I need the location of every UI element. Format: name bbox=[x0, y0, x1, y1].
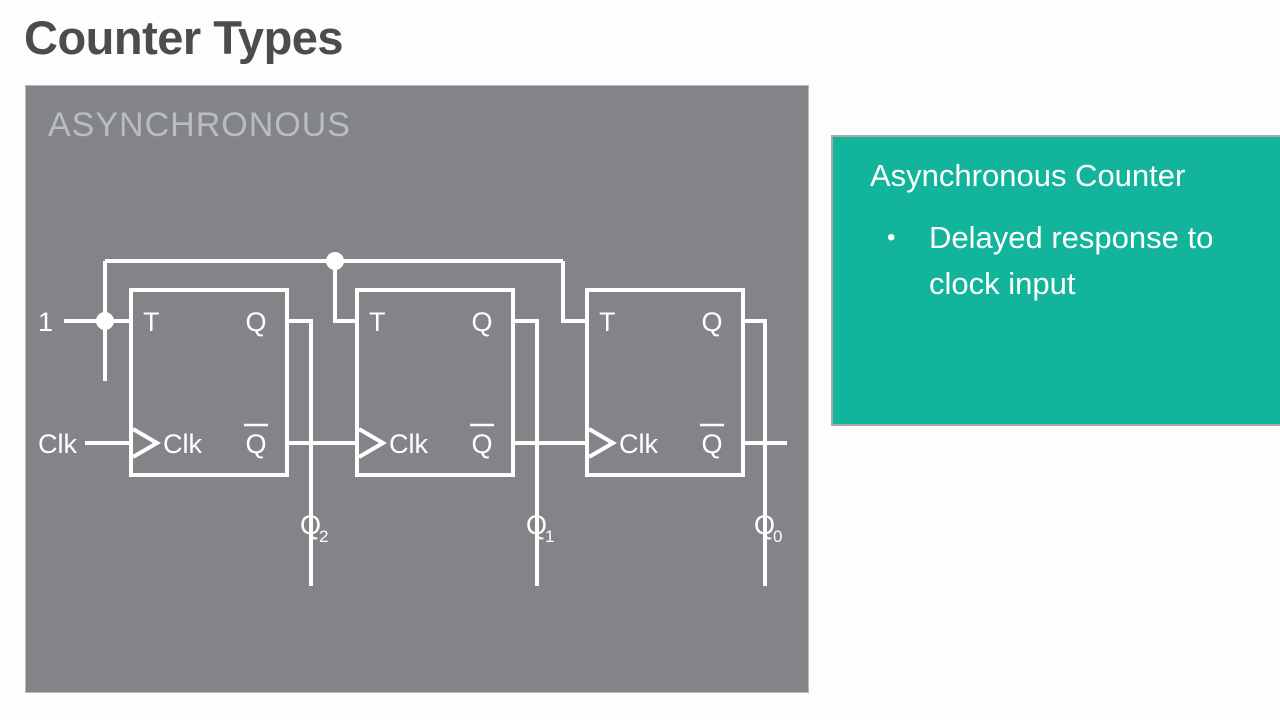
wire-top-bus-to-ff0-t bbox=[561, 261, 587, 323]
ff1-clk-label: Clk bbox=[389, 429, 428, 459]
bullet-marker-icon: • bbox=[887, 224, 896, 251]
callout-bullet-text: Delayed response to clock input bbox=[929, 220, 1214, 301]
wire-ff0-q-to-output bbox=[743, 319, 767, 586]
ff2-clk-label: Clk bbox=[163, 429, 202, 459]
flipflop-ff0-body bbox=[585, 288, 745, 477]
ff1-t-label: T bbox=[369, 307, 386, 337]
ff1-q-label: Q bbox=[471, 307, 492, 337]
callout-box: Asynchronous Counter • Delayed response … bbox=[833, 137, 1280, 424]
diagram-panel: ASYNCHRONOUS 1 Clk T Clk Q bbox=[26, 86, 808, 692]
ff2-clk-edge-triangle-icon bbox=[131, 427, 161, 459]
junction-dot-logic-one bbox=[96, 312, 114, 330]
callout-heading: Asynchronous Counter bbox=[870, 158, 1186, 193]
junction-dot-top-bus bbox=[326, 252, 344, 270]
ff1-output-label: Q bbox=[526, 510, 547, 540]
ff0-clk-label: Clk bbox=[619, 429, 658, 459]
logic-one-label: 1 bbox=[38, 307, 53, 337]
diagram-caption: ASYNCHRONOUS bbox=[48, 106, 351, 144]
ff1-output-subscript: 1 bbox=[545, 527, 554, 546]
ff0-qbar-label: Q bbox=[701, 429, 722, 459]
ff0-output-subscript: 0 bbox=[773, 527, 782, 546]
ff2-output-subscript: 2 bbox=[319, 527, 328, 546]
ff2-output-label: Q bbox=[300, 510, 321, 540]
ff2-t-label: T bbox=[143, 307, 160, 337]
clock-input-label: Clk bbox=[38, 429, 77, 459]
ff0-q-label: Q bbox=[701, 307, 722, 337]
wire-ff1-q-to-output bbox=[513, 319, 539, 586]
ff0-clk-edge-triangle-icon bbox=[587, 427, 617, 459]
wire-top-bus-to-ff1-t bbox=[333, 261, 357, 323]
page-title: Counter Types bbox=[24, 11, 344, 64]
ff0-output-label: Q bbox=[754, 510, 775, 540]
flipflop-ff2-body bbox=[129, 288, 289, 477]
ff2-qbar-label: Q bbox=[245, 429, 266, 459]
flipflop-ff1-body bbox=[355, 288, 515, 477]
ff2-q-label: Q bbox=[245, 307, 266, 337]
wire-ff2-q-to-output bbox=[287, 319, 313, 586]
ff1-clk-edge-triangle-icon bbox=[357, 427, 387, 459]
ff1-qbar-label: Q bbox=[471, 429, 492, 459]
callout-bullet-item: • Delayed response to clock input bbox=[883, 215, 1263, 307]
ff0-t-label: T bbox=[599, 307, 616, 337]
asynchronous-counter-circuit: 1 Clk T Clk Q Q Q 2 T Clk Q bbox=[38, 252, 787, 586]
